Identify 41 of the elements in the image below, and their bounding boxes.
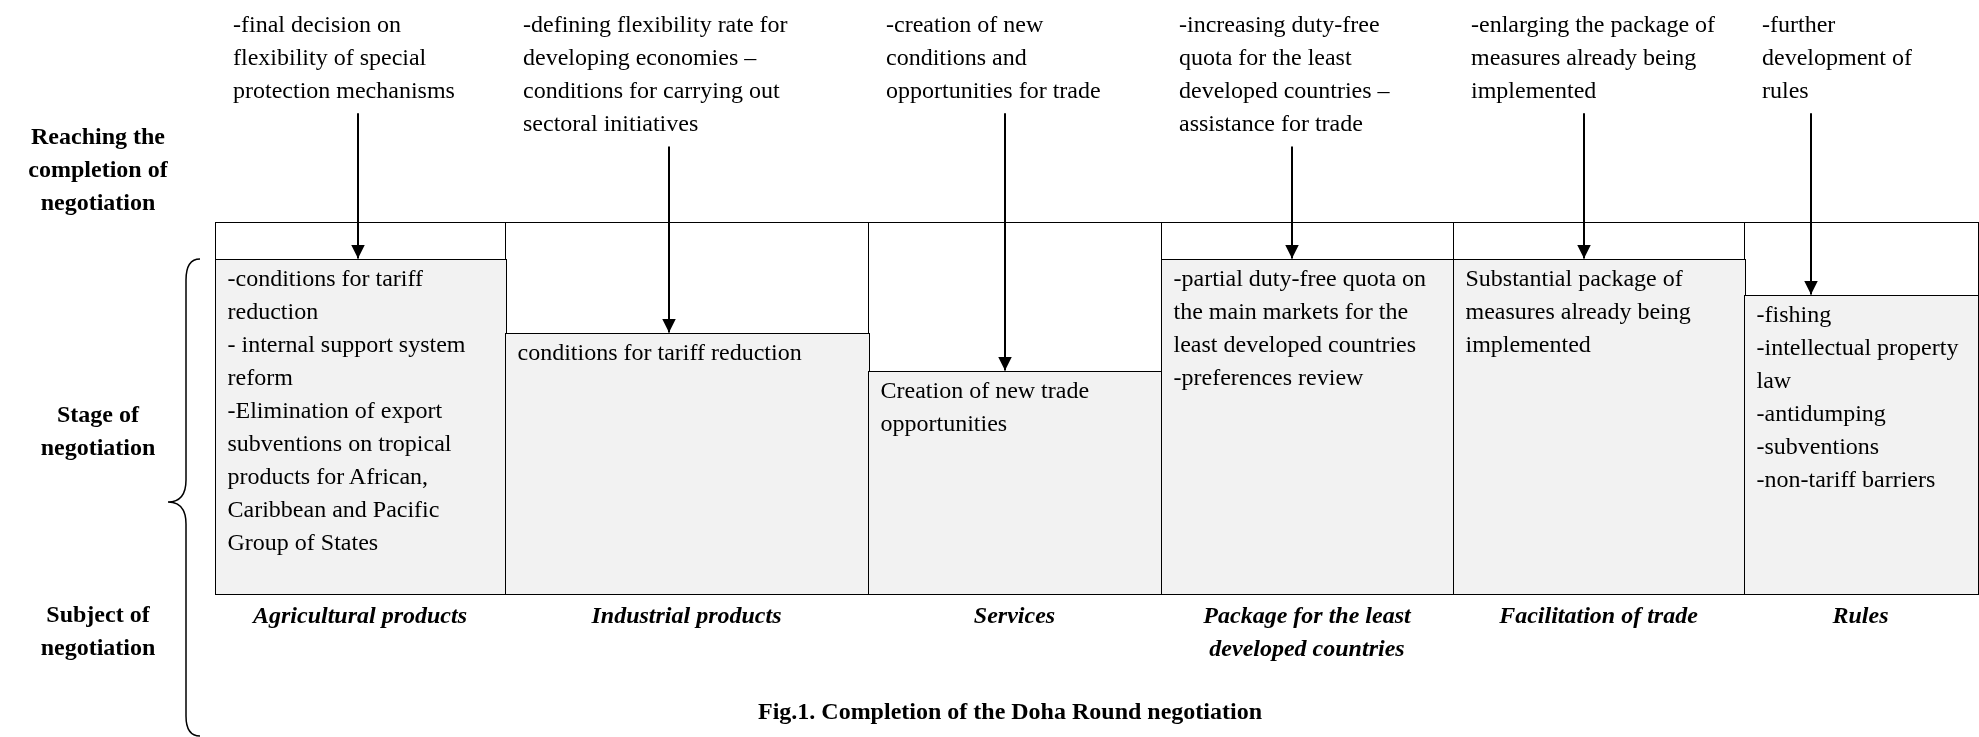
arrow — [1804, 112, 1818, 296]
row-label: Subject of negotiation — [39, 600, 157, 663]
list-item: -fishing — [1756, 299, 1833, 329]
column-title: Rules — [1831, 601, 1890, 630]
arrow — [1285, 145, 1299, 260]
list-item: conditions for tariff reduction — [517, 337, 803, 367]
content-box — [1743, 294, 1979, 595]
list-item: -conditions for tariff reduction — [227, 263, 424, 326]
arrow — [662, 145, 676, 334]
list-item: -antidumping — [1756, 398, 1887, 428]
column-title: Services — [972, 601, 1057, 630]
annotation-text: -enlarging the package of measures already being implemented — [1471, 8, 1717, 108]
annotation-text: -final decision on flexibility of special protection mechanisms — [233, 8, 478, 108]
caption: Fig.1. Completion of the Doha Round negotiation — [756, 697, 1263, 726]
list-item: Substantial package of measures already being implemented — [1465, 263, 1692, 359]
column-title: Facilitation of trade — [1498, 601, 1699, 630]
column-box — [868, 222, 1163, 594]
content-box — [867, 370, 1163, 595]
annotation-text: -defining flexibility rate for developing economies – conditions for carrying out sectoral initiatives — [523, 8, 841, 141]
annotation-text: -increasing duty-free quota for the least developed countries – assistance for trade — [1179, 8, 1426, 141]
row-label: Reaching the completion of negotiation — [27, 122, 169, 218]
list-item: -non-tariff barriers — [1756, 465, 1937, 495]
list-item: -preferences review — [1173, 362, 1365, 392]
arrow — [351, 112, 365, 260]
list-item: Creation of new trade opportunities — [880, 375, 1091, 438]
column-title: Agricultural products — [251, 601, 469, 630]
arrow — [998, 112, 1012, 372]
list-item: -subventions — [1756, 431, 1881, 461]
column-box — [505, 222, 870, 594]
column-title: Package for the least developed countries — [1202, 601, 1413, 664]
column-title: Industrial products — [590, 601, 783, 630]
arrow — [1577, 112, 1591, 260]
annotation-text: -further development of rules — [1762, 8, 1950, 108]
list-item: -Elimination of export subventions on tropical products for African, Caribbean and Pacific Group of States — [227, 395, 453, 558]
row-label: Stage of negotiation — [39, 400, 157, 463]
list-item: -intellectual property law — [1756, 332, 1960, 395]
column-box — [1744, 222, 1979, 594]
list-item: - internal support system reform — [227, 329, 467, 392]
content-box — [504, 332, 870, 595]
annotation-text: -creation of new conditions and opportunities for trade — [886, 8, 1134, 108]
list-item: -partial duty-free quota on the main markets for the least developed countries — [1173, 263, 1428, 359]
